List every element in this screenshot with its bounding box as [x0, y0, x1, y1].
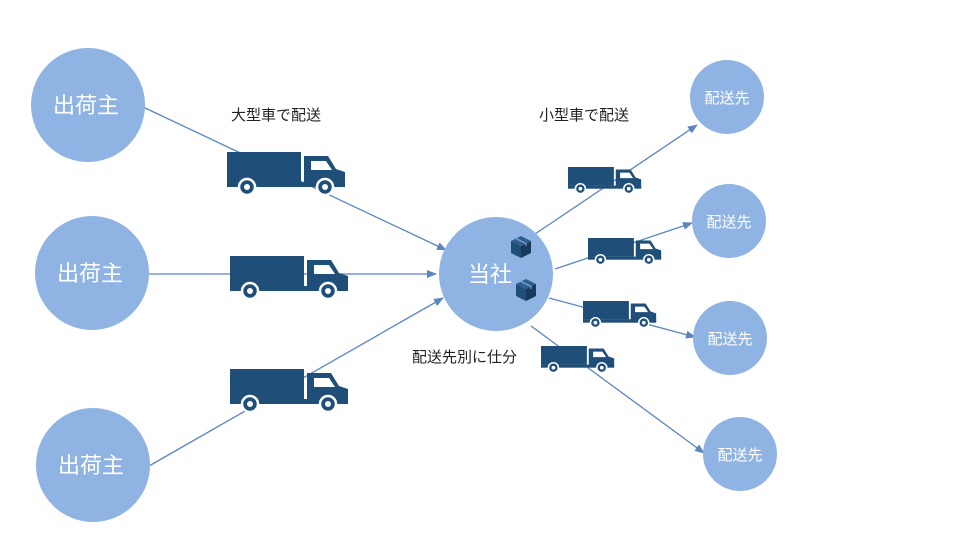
caption-sort: 配送先別に仕分: [412, 348, 517, 366]
destination-label: 配送先: [707, 330, 752, 348]
destination-label: 配送先: [704, 89, 749, 107]
arrow-hub-to-destination-4: [530, 325, 705, 454]
arrow-hub-to-destination-1: [531, 124, 698, 237]
shipper-label: 出荷主: [57, 262, 123, 287]
caption-small-truck: 小型車で配送: [539, 106, 629, 124]
shipper-label: 出荷主: [58, 454, 124, 479]
hub-label: 当社: [468, 263, 512, 288]
destination-node: 配送先: [692, 184, 766, 258]
destination-label: 配送先: [717, 446, 762, 464]
truck-icon: [582, 300, 657, 329]
destination-label: 配送先: [706, 213, 751, 231]
hub-node: 当社: [439, 217, 553, 331]
destination-node: 配送先: [693, 301, 767, 375]
truck-icon: [567, 166, 642, 195]
shipper-node: 出荷主: [31, 48, 145, 162]
truck-icon: [225, 150, 347, 197]
truck-icon: [540, 345, 615, 374]
shipper-node: 出荷主: [36, 408, 150, 522]
shipper-label: 出荷主: [53, 94, 119, 119]
truck-icon: [228, 254, 350, 301]
caption-large-truck: 大型車で配送: [231, 106, 321, 124]
truck-icon: [587, 237, 662, 266]
destination-node: 配送先: [703, 417, 777, 491]
destination-node: 配送先: [690, 60, 764, 134]
shipper-node: 出荷主: [35, 216, 149, 330]
truck-icon: [228, 367, 350, 414]
